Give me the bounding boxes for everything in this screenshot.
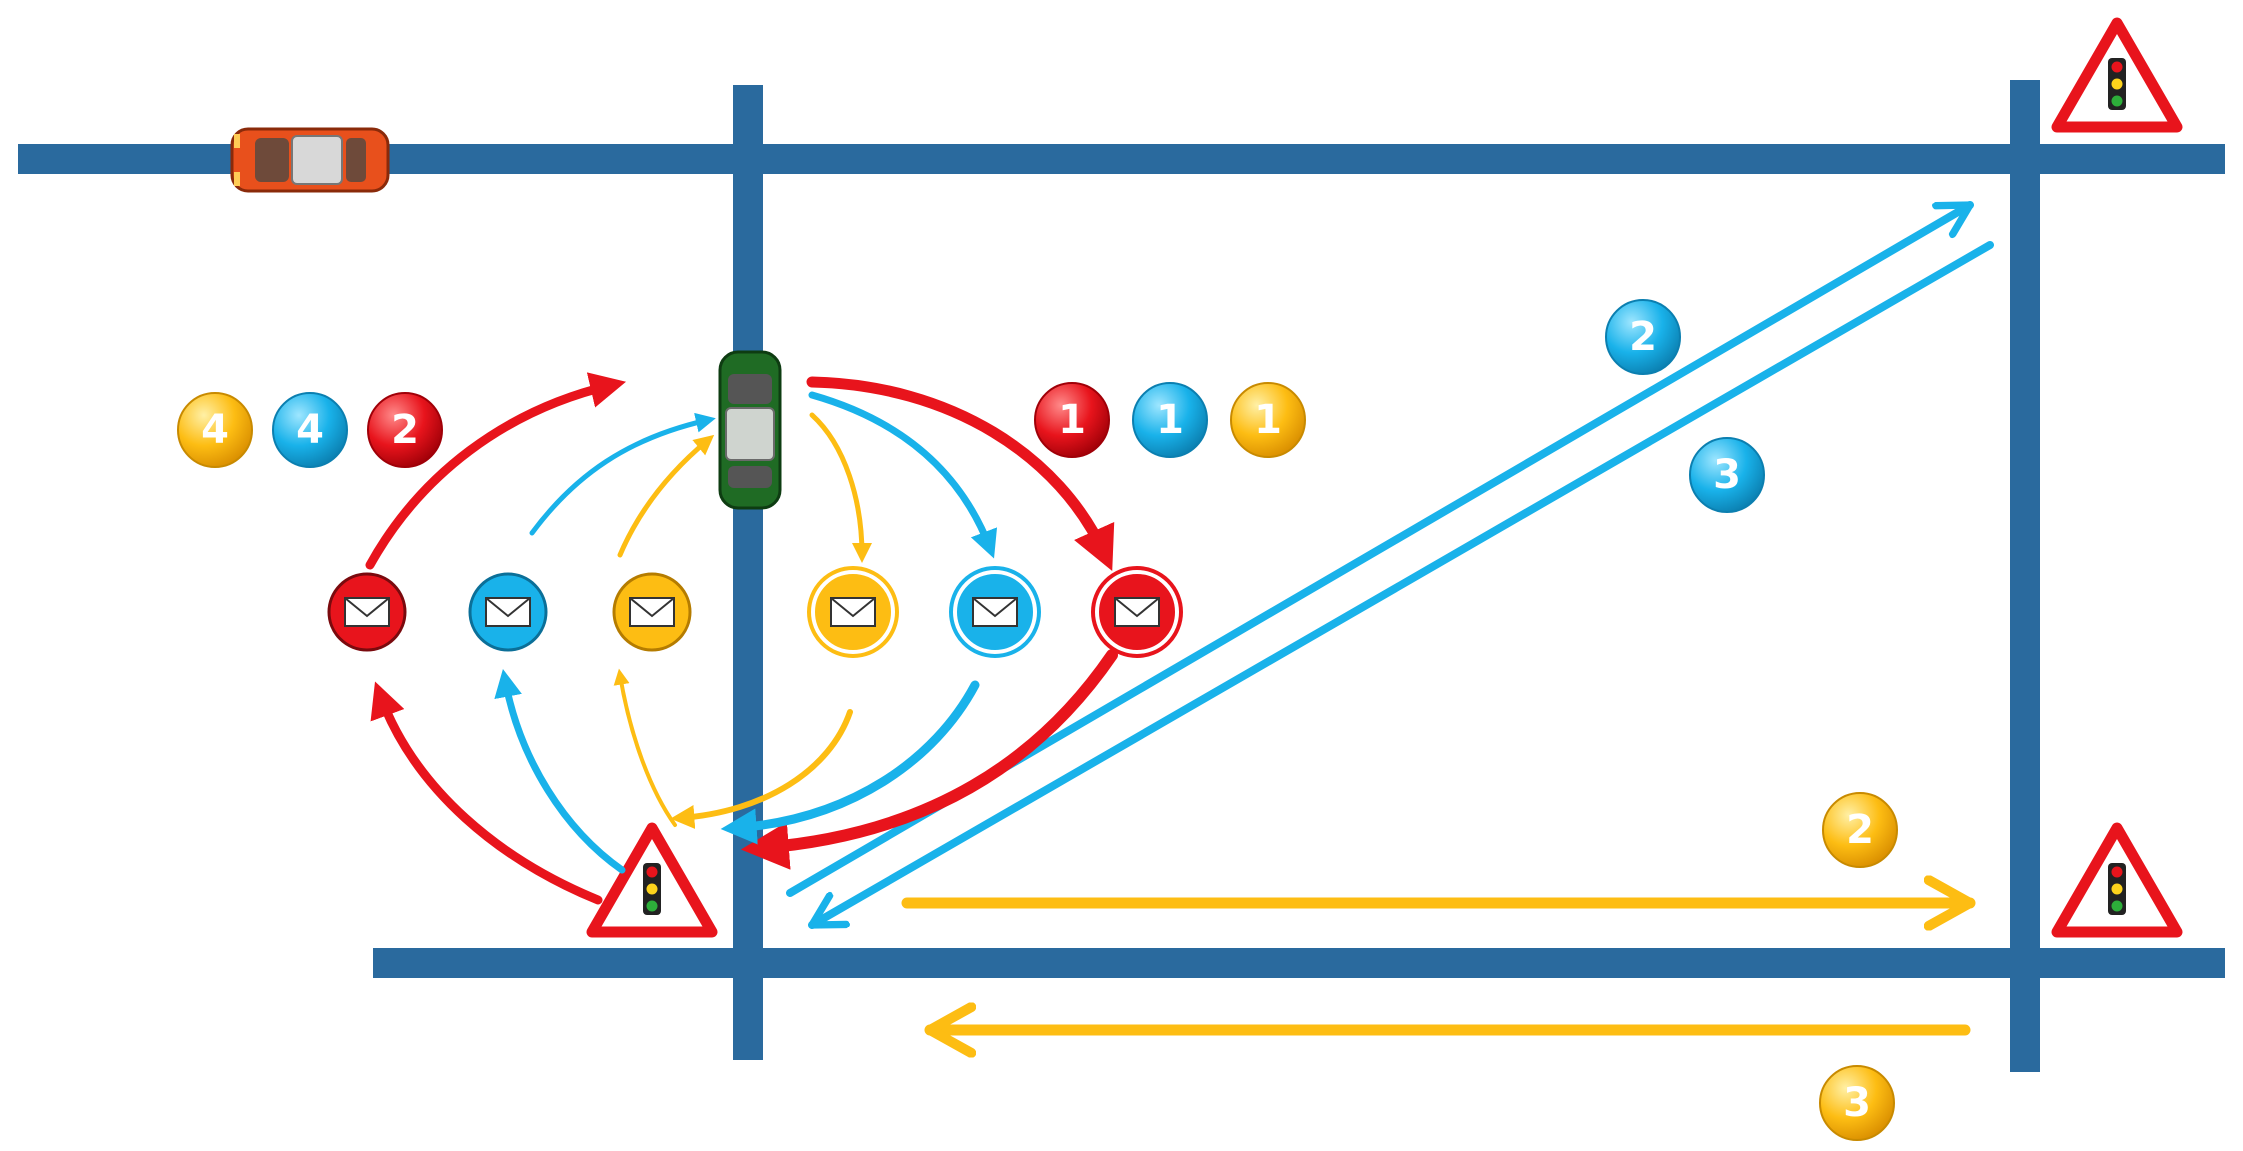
envelope-icon — [327, 572, 407, 652]
curved-arrow-yellow — [809, 412, 872, 563]
number-badge: 1 — [1034, 382, 1110, 458]
badge-label: 3 — [1713, 452, 1741, 498]
number-badge: 1 — [1230, 382, 1306, 458]
envelope-icon — [468, 572, 548, 652]
envelope-to-junction-arrows — [670, 649, 1118, 870]
curved-arrow-red — [370, 681, 603, 905]
number-badge: 3 — [1819, 1065, 1895, 1141]
car-to-envelope-arrows — [806, 376, 1115, 572]
number-badge: 2 — [1605, 299, 1681, 375]
curved-arrow-red — [365, 372, 627, 570]
curved-arrow-blue — [529, 412, 716, 536]
road-left-vertical — [733, 85, 763, 1060]
curved-arrow-yellow — [617, 434, 715, 558]
traffic-light-warning-icon — [2051, 17, 2183, 133]
badge-label: 4 — [201, 407, 229, 453]
number-badge: 4 — [177, 392, 253, 468]
badge-group-right: 1 1 1 — [1034, 382, 1306, 458]
curved-arrow-red — [740, 649, 1118, 870]
number-badge: 2 — [367, 392, 443, 468]
diagonal-arrow-down — [808, 241, 1994, 929]
badge-label: 1 — [1254, 397, 1282, 443]
signal-to-envelope-arrows — [370, 668, 677, 905]
envelope-icon — [1091, 566, 1183, 658]
curved-arrow-blue — [720, 680, 980, 845]
badge-label: 2 — [1846, 807, 1874, 853]
road-network — [18, 80, 2225, 1072]
envelope-to-car-arrows — [365, 372, 716, 570]
number-badge: 3 — [1689, 437, 1765, 513]
traffic-light-warning-icon — [586, 822, 718, 938]
curved-arrow-red — [806, 376, 1115, 572]
curved-arrow-yellow — [670, 709, 853, 829]
car-icon — [230, 127, 390, 193]
traffic-light-warning-icon — [2051, 822, 2183, 938]
number-badge: 2 — [1822, 792, 1898, 868]
badge-label: 2 — [391, 407, 419, 453]
badge-group-left: 4 4 2 — [177, 392, 443, 468]
curved-arrow-blue — [494, 668, 626, 874]
road-right-vertical — [2010, 80, 2040, 1072]
envelope-icon — [807, 566, 899, 658]
envelope-icon — [612, 572, 692, 652]
curved-arrow-yellow — [613, 668, 677, 827]
number-badge: 4 — [272, 392, 348, 468]
badge-label: 4 — [296, 407, 324, 453]
envelope-icon — [949, 566, 1041, 658]
badge-label: 1 — [1156, 397, 1184, 443]
number-badge: 1 — [1132, 382, 1208, 458]
curved-arrow-blue — [808, 391, 998, 559]
car-icon — [718, 350, 782, 510]
badge-label: 3 — [1843, 1080, 1871, 1126]
road-bottom — [373, 948, 2225, 978]
badge-label: 2 — [1629, 314, 1657, 360]
badge-label: 1 — [1058, 397, 1086, 443]
